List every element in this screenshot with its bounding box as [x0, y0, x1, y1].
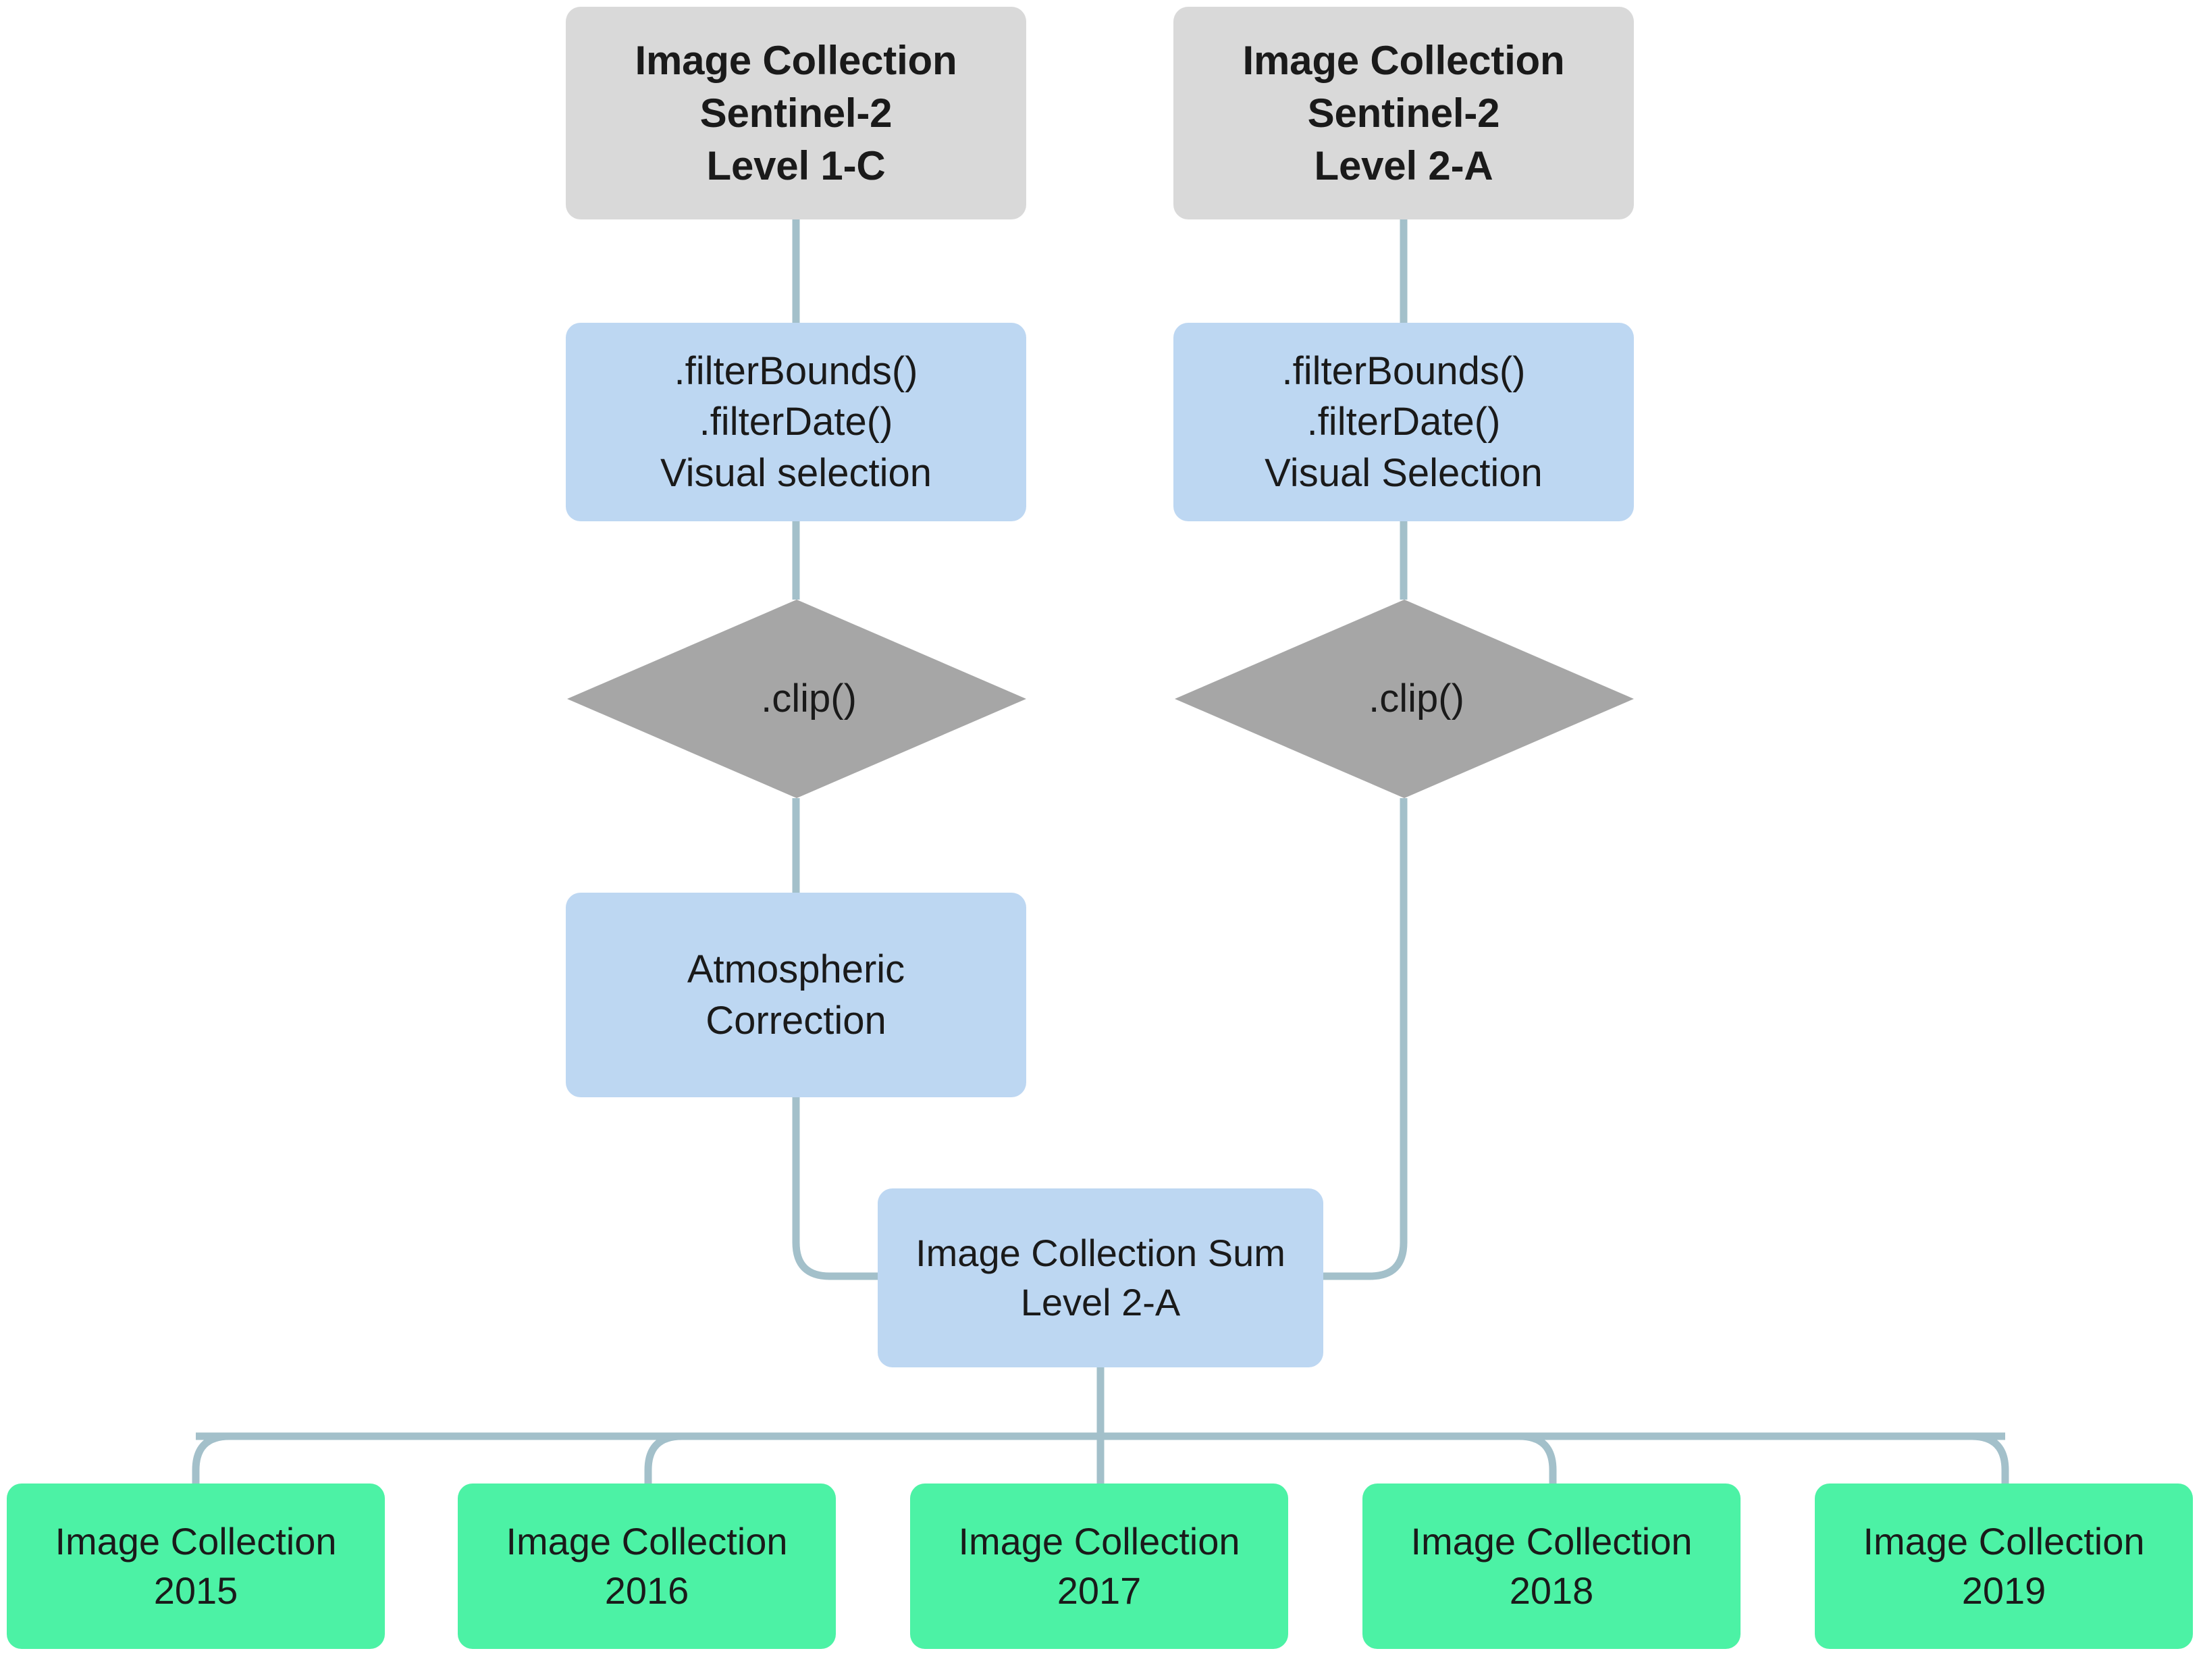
- node-clip-left[interactable]: .clip(): [567, 600, 1026, 798]
- node-output-2018-label: Image Collection 2018: [1410, 1519, 1693, 1612]
- node-output-2016-label: Image Collection 2016: [506, 1519, 788, 1612]
- edge-bus-to-output-2018: [1518, 1432, 1557, 1486]
- edge-bus-to-output-2019: [1971, 1432, 2009, 1486]
- node-output-2017-label: Image Collection 2017: [958, 1519, 1240, 1612]
- node-output-2017[interactable]: Image Collection 2017: [910, 1484, 1288, 1649]
- node-output-2018[interactable]: Image Collection 2018: [1362, 1484, 1741, 1649]
- edge-bus-to-output-2016: [644, 1432, 683, 1486]
- node-output-2015-label: Image Collection 2015: [55, 1519, 337, 1612]
- node-clip-right[interactable]: .clip(): [1175, 600, 1634, 798]
- node-clip-right-label: .clip(): [1369, 677, 1464, 721]
- edge-atmospheric-to-collection-sum: [792, 1097, 878, 1280]
- node-atmospheric-correction-label: Atmospheric Correction: [687, 947, 905, 1043]
- node-output-2016[interactable]: Image Collection 2016: [458, 1484, 836, 1649]
- node-collection-sum[interactable]: Image Collection Sum Level 2-A: [878, 1188, 1323, 1367]
- edge-bus-to-output-2015: [192, 1432, 230, 1486]
- node-source-sentinel2-level1c[interactable]: Image Collection Sentinel-2 Level 1-C: [566, 7, 1026, 219]
- node-filter-left-label: .filterBounds() .filterDate() Visual sel…: [660, 348, 932, 495]
- node-output-2019[interactable]: Image Collection 2019: [1815, 1484, 2193, 1649]
- node-output-2015[interactable]: Image Collection 2015: [7, 1484, 385, 1649]
- node-filter-right[interactable]: .filterBounds() .filterDate() Visual Sel…: [1173, 323, 1634, 521]
- node-filter-right-label: .filterBounds() .filterDate() Visual Sel…: [1265, 348, 1543, 495]
- node-atmospheric-correction[interactable]: Atmospheric Correction: [566, 893, 1026, 1097]
- edge-clip-right-to-collection-sum: [1323, 798, 1408, 1280]
- node-source-sentinel2-level2a[interactable]: Image Collection Sentinel-2 Level 2-A: [1173, 7, 1634, 219]
- node-source-l1c-label: Image Collection Sentinel-2 Level 1-C: [635, 37, 957, 188]
- node-filter-left[interactable]: .filterBounds() .filterDate() Visual sel…: [566, 323, 1026, 521]
- node-collection-sum-label: Image Collection Sum Level 2-A: [915, 1231, 1285, 1323]
- node-source-l2a-label: Image Collection Sentinel-2 Level 2-A: [1242, 37, 1565, 188]
- node-clip-left-label: .clip(): [761, 677, 857, 721]
- node-output-2019-label: Image Collection 2019: [1863, 1519, 2145, 1612]
